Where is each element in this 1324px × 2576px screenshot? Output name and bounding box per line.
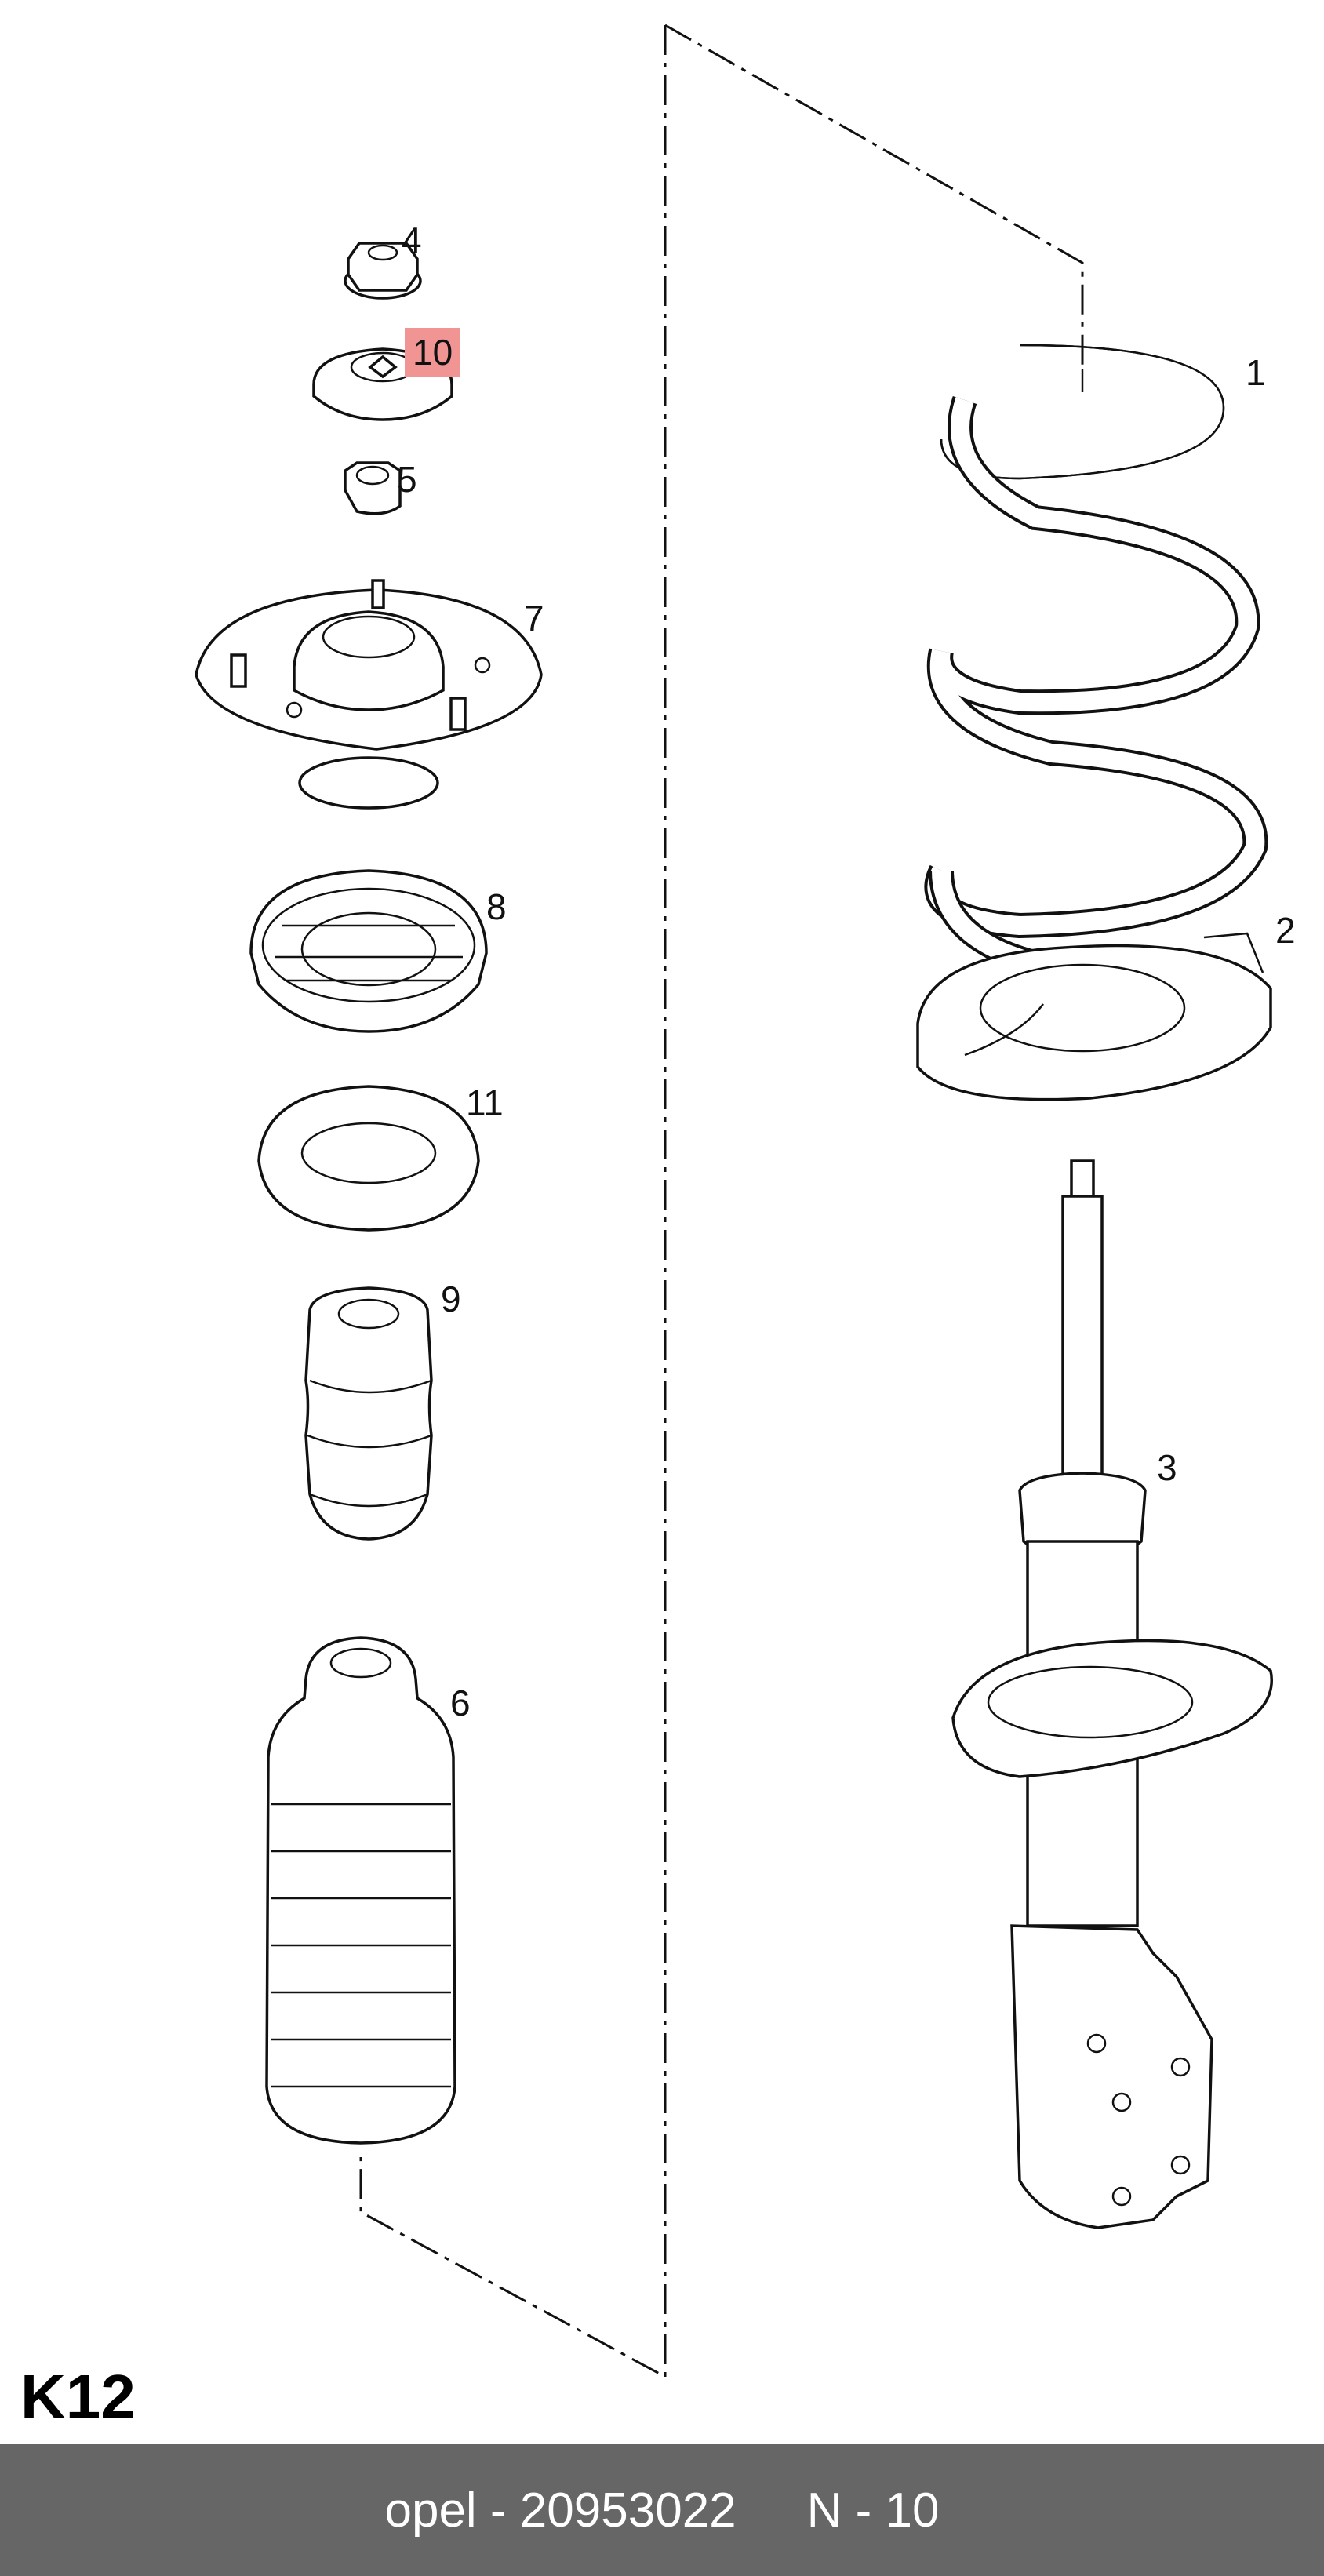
page-code-label: K12 [20,2362,136,2432]
callout-1[interactable]: 1 [1246,352,1266,393]
assembly-guide-lines [359,24,1084,2379]
callout-11[interactable]: 11 [466,1082,504,1123]
part-2-spring-seat [916,932,1272,1101]
part-9-bump-stop [304,1286,433,1541]
exploded-parts-diagram [195,24,1273,2379]
footer-brand-part-number: opel - 20953022 [384,2483,737,2538]
part-3-strut [951,1159,1273,2229]
callout-7[interactable]: 7 [524,598,544,639]
callout-2[interactable]: 2 [1275,910,1296,951]
part-7-top-mount [195,579,543,810]
part-11-seat [257,1085,480,1232]
part-8-bearing [249,869,488,1033]
callout-5[interactable]: 5 [397,459,417,500]
part-4-nut [344,242,422,300]
part-5-nut [344,461,402,515]
footer-bar: opel - 20953022 N - 10 [0,2444,1324,2576]
callout-9[interactable]: 9 [441,1279,461,1319]
callout-4[interactable]: 4 [402,220,422,260]
part-6-dust-boot [265,1636,456,2145]
callout-6[interactable]: 6 [450,1683,471,1723]
callout-3[interactable]: 3 [1157,1447,1177,1488]
footer-reference: N - 10 [806,2483,940,2538]
callout-10-highlighted[interactable]: 10 [405,328,461,377]
callout-8[interactable]: 8 [486,886,507,927]
